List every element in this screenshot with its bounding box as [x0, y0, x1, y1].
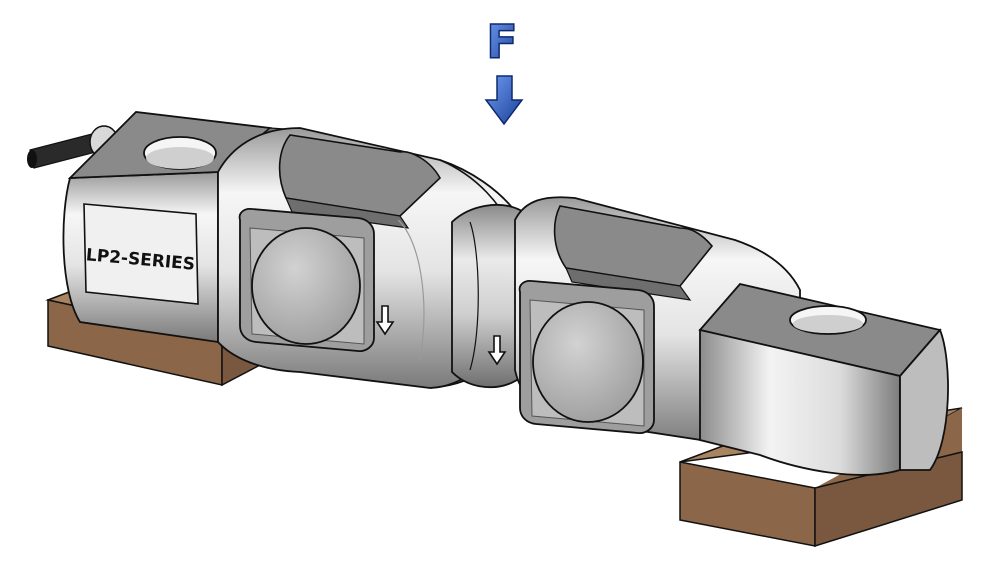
right-hollow-down-arrow-icon [487, 335, 507, 366]
right-mounting-hole [789, 305, 867, 335]
right-support-block [679, 407, 963, 548]
left-hollow-down-arrow-icon [375, 305, 395, 336]
right-load-cell-body [487, 196, 949, 476]
force-indicator: F [484, 14, 524, 126]
left-strain-gauge-pocket [238, 207, 375, 352]
force-label: F [486, 15, 517, 69]
right-strain-gauge-pocket [518, 279, 655, 434]
left-mounting-hole [143, 136, 217, 170]
down-arrow-icon [484, 75, 524, 126]
left-load-cell-body: LP2-SERIES [62, 111, 521, 389]
model-label-plate: LP2-SERIES [83, 203, 199, 305]
